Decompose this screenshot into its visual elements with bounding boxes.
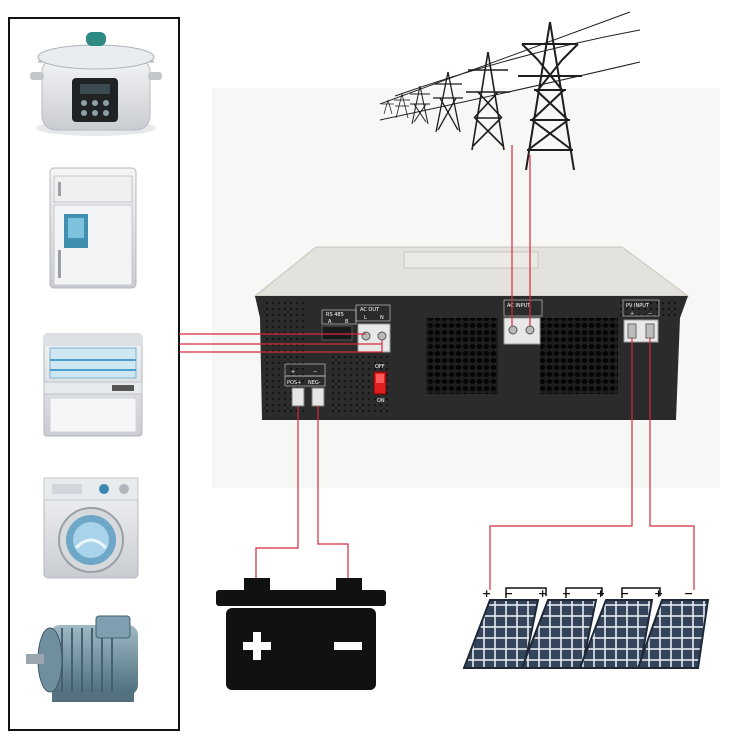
pv-wire-pos — [489, 338, 633, 590]
battery-icon — [216, 578, 386, 690]
panel-polarity-1: + — [482, 587, 491, 600]
pv-minus-label: − — [648, 311, 652, 317]
rs485-b-label: B — [345, 319, 349, 325]
pv-plus-label: + — [630, 311, 634, 317]
refrigerator-icon — [49, 167, 137, 289]
pv-minus-terminal[interactable] — [645, 323, 655, 339]
battery-wire-pos — [255, 406, 299, 578]
pv-plus-terminal[interactable] — [627, 323, 637, 339]
panel-polarity-5: + — [596, 587, 605, 600]
solar-panel-icon — [636, 599, 710, 669]
panel-polarity-6: − — [620, 587, 629, 600]
battery-pos-terminal[interactable] — [291, 387, 305, 407]
pv-input-label: PV INPUT — [626, 303, 650, 309]
battery-neg-terminal[interactable] — [311, 387, 325, 407]
battery-plus-label: + — [291, 369, 295, 375]
rs485-a-label: A — [328, 319, 332, 325]
ac-out-l-label: L — [364, 315, 367, 321]
ac-out-l-terminal[interactable] — [361, 331, 371, 341]
pv-wire-neg — [649, 338, 695, 590]
battery-neg-label: NEG- — [308, 380, 321, 386]
wiring — [179, 145, 695, 590]
rs485-label: RS 485 — [326, 312, 344, 318]
battery-terminal-block: + − POS+ NEG- — [284, 363, 326, 407]
switch-on-label: ON — [377, 398, 385, 404]
ac-out-label: AC OUT — [360, 307, 380, 313]
power-switch[interactable]: OFF ON — [373, 364, 387, 404]
inverter-unit: RS 485 A B AC OUT L N + − POS+ NEG- OFF — [253, 246, 690, 420]
ac-input-label: AC INPUT — [507, 303, 531, 309]
panel-polarity-8: − — [684, 587, 693, 600]
ac-out-n-terminal[interactable] — [377, 331, 387, 341]
rs485-ac-out-block: RS 485 A B AC OUT L N — [321, 304, 391, 353]
panel-polarity-4: − — [562, 587, 571, 600]
solar-panel-array: + − + − + − + − — [462, 587, 710, 669]
ac-out-n-label: N — [380, 315, 384, 321]
battery-minus-label: − — [313, 369, 317, 375]
ac-input-block: AC INPUT — [503, 299, 543, 345]
electric-motor-icon — [26, 615, 138, 702]
battery-wire-neg — [317, 406, 349, 578]
ac-input-l-terminal[interactable] — [508, 325, 518, 335]
panel-polarity-2: − — [504, 587, 513, 600]
transmission-tower-icon — [379, 11, 641, 171]
switch-off-label: OFF — [375, 364, 385, 370]
ac-input-n-terminal[interactable] — [525, 325, 535, 335]
ac-out-wire-3 — [179, 340, 383, 353]
rice-cooker-icon — [30, 32, 162, 136]
dishwasher-icon — [43, 333, 143, 437]
washing-machine-icon — [43, 477, 139, 579]
cooling-fan — [540, 318, 618, 394]
panel-polarity-3: + — [538, 587, 547, 600]
cooling-fan — [426, 318, 498, 394]
battery-pos-label: POS+ — [287, 380, 301, 386]
panel-polarity-7: + — [654, 587, 663, 600]
